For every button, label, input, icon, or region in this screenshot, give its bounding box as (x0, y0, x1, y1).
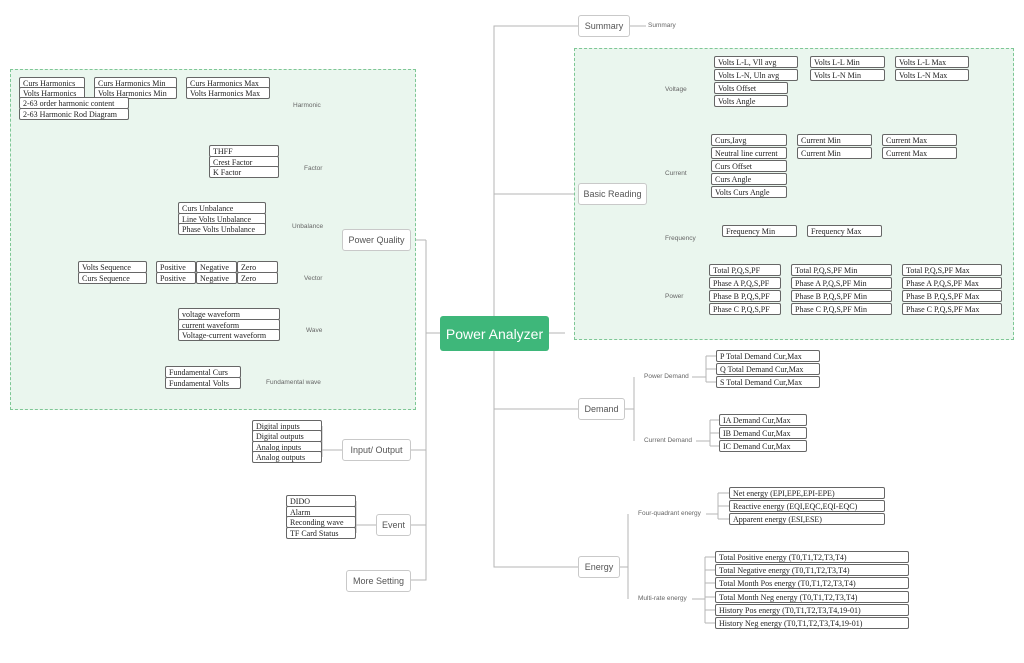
basic-reading-node[interactable]: Basic Reading (578, 183, 647, 205)
unbalance-label: Unbalance (292, 223, 324, 230)
power-leaf[interactable]: Total P,Q,S,PF (709, 264, 781, 276)
harmonic-leaf[interactable]: 2-63 Harmonic Rod Diagram (19, 108, 129, 120)
current-demand-leaf[interactable]: IA Demand Cur,Max (719, 414, 807, 426)
current-label: Current (665, 170, 687, 177)
power-leaf[interactable]: Total P,Q,S,PF Min (791, 264, 892, 276)
harmonic-leaf[interactable]: Volts Harmonics Max (186, 87, 270, 99)
voltage-leaf[interactable]: Volts Offset (714, 82, 788, 94)
four-quadrant-leaf[interactable]: Net energy (EPI,EPE,EPI-EPE) (729, 487, 885, 499)
multi-rate-leaf[interactable]: Total Month Neg energy (T0,T1,T2,T3,T4) (715, 591, 909, 603)
event-node[interactable]: Event (376, 514, 411, 536)
connector-line (493, 25, 578, 316)
factor-leaf[interactable]: K Factor (209, 166, 279, 178)
power-demand-leaf[interactable]: Q Total Demand Cur,Max (716, 363, 820, 375)
event-leaf[interactable]: TF Card Status (286, 527, 356, 539)
current-leaf[interactable]: Current Max (882, 134, 957, 146)
fundamental-label: Fundamental wave (266, 379, 321, 386)
frequency-leaf[interactable]: Frequency Max (807, 225, 882, 237)
four-quadrant-label: Four-quadrant energy (638, 510, 701, 517)
current-leaf[interactable]: Curs Offset (711, 160, 787, 172)
connector-line (493, 351, 578, 568)
power-quality-node[interactable]: Power Quality (342, 229, 411, 251)
voltage-label: Voltage (665, 86, 687, 93)
power-leaf[interactable]: Phase B P,Q,S,PF Max (902, 290, 1002, 302)
four-quadrant-leaf[interactable]: Apparent energy (ESI,ESE) (729, 513, 885, 525)
voltage-leaf[interactable]: Volts Angle (714, 95, 788, 107)
current-leaf[interactable]: Curs,Iavg (711, 134, 787, 146)
multi-rate-leaf[interactable]: History Neg energy (T0,T1,T2,T3,T4,19-01… (715, 617, 909, 629)
power-leaf[interactable]: Phase B P,Q,S,PF Min (791, 290, 892, 302)
power-demand-leaf[interactable]: S Total Demand Cur,Max (716, 376, 820, 388)
current-leaf[interactable]: Neutral line current (711, 147, 787, 159)
vector-leaf[interactable]: Positive (156, 272, 196, 284)
current-demand-leaf[interactable]: IC Demand Cur,Max (719, 440, 807, 452)
power-leaf[interactable]: Total P,Q,S,PF Max (902, 264, 1002, 276)
current-demand-leaf[interactable]: IB Demand Cur,Max (719, 427, 807, 439)
power-leaf[interactable]: Phase A P,Q,S,PF (709, 277, 781, 289)
voltage-leaf[interactable]: Volts L-L, Vll avg (714, 56, 798, 68)
current-demand-label: Current Demand (644, 437, 693, 444)
fundamental-leaf[interactable]: Fundamental Volts (165, 377, 241, 389)
current-leaf[interactable]: Current Min (797, 147, 872, 159)
harmonic-leaf[interactable]: Volts Harmonics Min (94, 87, 177, 99)
multi-rate-leaf[interactable]: Total Negative energy (T0,T1,T2,T3,T4) (715, 564, 909, 576)
summary-sub-label: Summary (648, 22, 676, 29)
vector-leaf[interactable]: Zero (237, 272, 278, 284)
vector-label: Vector (304, 275, 323, 282)
wave-label: Wave (306, 327, 323, 334)
vector-leaf[interactable]: Negative (196, 272, 237, 284)
frequency-label: Frequency (665, 235, 696, 242)
connector-line (411, 240, 427, 581)
energy-node[interactable]: Energy (578, 556, 620, 578)
summary-node[interactable]: Summary (578, 15, 630, 37)
current-leaf[interactable]: Current Min (797, 134, 872, 146)
power-leaf[interactable]: Phase A P,Q,S,PF Max (902, 277, 1002, 289)
current-leaf[interactable]: Curs Angle (711, 173, 787, 185)
root-node[interactable]: Power Analyzer (440, 316, 549, 351)
io-leaf[interactable]: Analog outputs (252, 451, 322, 463)
power-leaf[interactable]: Phase C P,Q,S,PF Max (902, 303, 1002, 315)
power-leaf[interactable]: Phase C P,Q,S,PF Min (791, 303, 892, 315)
multi-rate-leaf[interactable]: History Pos energy (T0,T1,T2,T3,T4,19-01… (715, 604, 909, 616)
unbalance-leaf[interactable]: Phase Volts Unbalance (178, 223, 266, 235)
power-demand-leaf[interactable]: P Total Demand Cur,Max (716, 350, 820, 362)
voltage-leaf[interactable]: Volts L-L Min (810, 56, 885, 68)
factor-label: Factor (304, 165, 323, 172)
multi-rate-label: Multi-rate energy (638, 595, 687, 602)
multi-rate-leaf[interactable]: Total Month Pos energy (T0,T1,T2,T3,T4) (715, 577, 909, 589)
voltage-leaf[interactable]: Volts L-N Min (810, 69, 885, 81)
multi-rate-leaf[interactable]: Total Positive energy (T0,T1,T2,T3,T4) (715, 551, 909, 563)
power-label: Power (665, 293, 684, 300)
voltage-leaf[interactable]: Volts L-L Max (895, 56, 969, 68)
power-leaf[interactable]: Phase C P,Q,S,PF (709, 303, 781, 315)
current-leaf[interactable]: Current Max (882, 147, 957, 159)
input-output-node[interactable]: Input/ Output (342, 439, 411, 461)
more-setting-node[interactable]: More Setting (346, 570, 411, 592)
harmonic-label: Harmonic (293, 102, 321, 109)
power-demand-label: Power Demand (644, 373, 689, 380)
voltage-leaf[interactable]: Volts L-N, Uln avg (714, 69, 798, 81)
four-quadrant-leaf[interactable]: Reactive energy (EQI,EQC,EQI-EQC) (729, 500, 885, 512)
demand-node[interactable]: Demand (578, 398, 625, 420)
vector-leaf[interactable]: Curs Sequence (78, 272, 147, 284)
frequency-leaf[interactable]: Frequency Min (722, 225, 797, 237)
power-leaf[interactable]: Phase B P,Q,S,PF (709, 290, 781, 302)
current-leaf[interactable]: Volts Curs Angle (711, 186, 787, 198)
wave-leaf[interactable]: Voltage-current waveform (178, 329, 280, 341)
power-leaf[interactable]: Phase A P,Q,S,PF Min (791, 277, 892, 289)
voltage-leaf[interactable]: Volts L-N Max (895, 69, 969, 81)
